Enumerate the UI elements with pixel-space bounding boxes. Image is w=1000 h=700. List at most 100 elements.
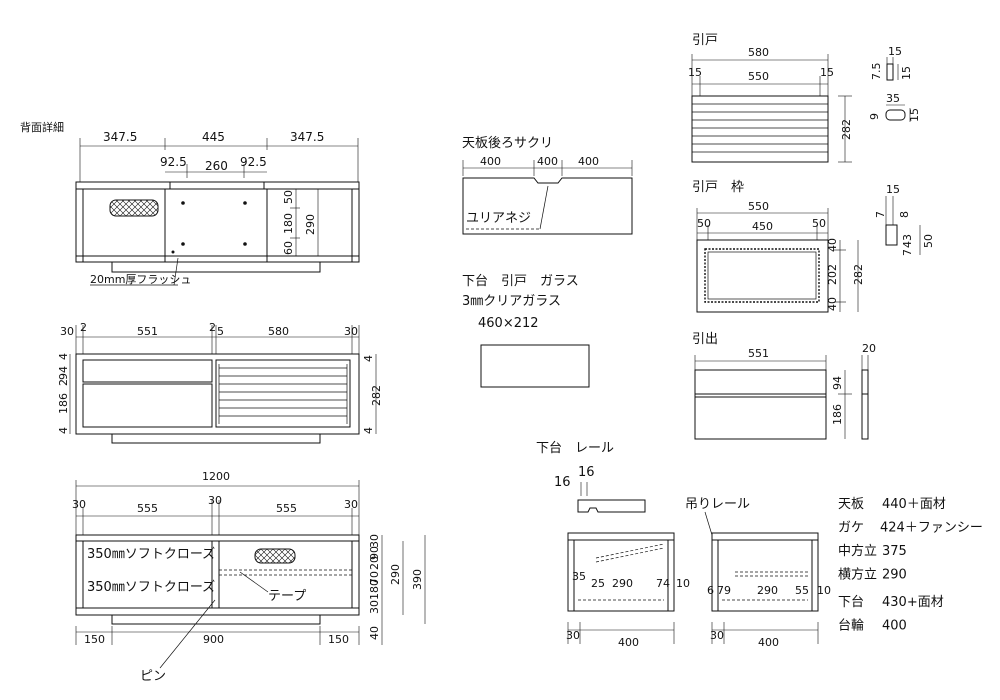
door-frame-dim-height: 282 <box>852 264 865 285</box>
top-board-title: 天板後ろサクリ <box>462 136 553 151</box>
rail-left-dim-5: 10 <box>676 577 690 590</box>
pin-label: ピン <box>140 669 166 684</box>
interior-rdim-2: 90 <box>368 546 381 560</box>
door-frame-dim-3: 50 <box>812 217 826 230</box>
interior-rdim-6: 30 <box>368 600 381 614</box>
front-rdim-3: 4 <box>362 427 375 434</box>
back-subdim-center: 260 <box>205 159 228 173</box>
front-ldim-1: 4 <box>57 353 70 360</box>
spec-value: 440＋面材 <box>882 497 946 512</box>
spec-value: 375 <box>882 544 907 559</box>
back-subdim-right: 92.5 <box>240 155 267 169</box>
door-frame-rdim-3: 40 <box>826 297 839 311</box>
front-dim-7: 30 <box>344 325 358 338</box>
rail-right-bot-2: 400 <box>758 636 779 649</box>
spec-value: 400 <box>882 619 907 634</box>
drawer-title: 引出 <box>692 332 718 347</box>
profile-dim-6: 15 <box>908 108 921 122</box>
back-vdim-3: 60 <box>282 241 295 255</box>
interior-bot-2: 900 <box>203 633 224 646</box>
front-dim-3: 551 <box>137 325 158 338</box>
spec-name: ガケ <box>838 521 864 536</box>
back-dim-right: 347.5 <box>290 130 324 144</box>
front-door-slats <box>218 364 348 424</box>
door-frame-dim-total: 550 <box>748 200 769 213</box>
top-board-dim-1: 400 <box>480 155 501 168</box>
sliding-door-slats <box>692 103 828 153</box>
door-frame-rdim-1: 40 <box>826 238 839 252</box>
frame-profile-dim-1: 15 <box>886 183 900 196</box>
sliding-door-dim-height: 282 <box>840 119 853 140</box>
front-dim-1: 30 <box>60 325 74 338</box>
rail-right-dim-1: 6 <box>707 584 714 597</box>
back-dim-left: 347.5 <box>103 130 137 144</box>
back-vdim-total: 290 <box>304 214 317 235</box>
drawer-dim-total: 551 <box>748 347 769 360</box>
back-detail-title: 背面詳細 <box>20 120 64 134</box>
rail-dim-2: 16 <box>578 465 595 480</box>
drawer-profile-dim: 20 <box>862 342 876 355</box>
glass-subtitle: 3㎜クリアガラス <box>462 294 561 309</box>
front-view: 30 2 551 2 5 580 30 4 94 2 186 4 4 <box>57 321 383 444</box>
back-detail-view: 背面詳細 347.5 445 347.5 92.5 260 92.5 <box>20 120 360 286</box>
front-rdim-2: 282 <box>370 385 383 406</box>
back-vdim-2: 180 <box>282 213 295 234</box>
sliding-door-dim-3: 15 <box>820 66 834 79</box>
rail-left-bot-1: 30 <box>566 629 580 642</box>
sliding-door-dim-total: 580 <box>748 46 769 59</box>
front-dim-6: 580 <box>268 325 289 338</box>
spec-name: 台輪 <box>838 618 864 634</box>
profile-dim-4: 35 <box>886 92 900 105</box>
drawer-rdim-1: 94 <box>831 376 844 390</box>
spec-value: 290 <box>882 568 907 583</box>
profile-dim-1: 15 <box>888 45 902 58</box>
back-dim-center: 445 <box>202 130 225 144</box>
door-frame-profile: 15 7 8 43 7 50 <box>874 183 935 256</box>
rail-title: 下台 レール <box>536 441 614 456</box>
door-frame-rdim-2: 202 <box>826 264 839 285</box>
rail-left-dim-3: 290 <box>612 577 633 590</box>
softclose-label-2: 350㎜ソフトクローズ <box>87 579 215 595</box>
profile-dim-3: 15 <box>900 66 913 80</box>
hanging-rail-label: 吊りレール <box>685 497 750 512</box>
glass-title: 下台 引戸 ガラス <box>462 274 579 289</box>
spec-name: 天板 <box>838 497 864 512</box>
interior-rdim-3: 20 <box>368 556 381 570</box>
interior-dim-h2: 390 <box>411 569 424 590</box>
sliding-door-dim-1: 15 <box>688 66 702 79</box>
top-board-view: 天板後ろサクリ 400 400 400 ユリアネジ <box>462 136 633 235</box>
front-dim-5: 5 <box>217 325 224 338</box>
rail-right-dim-5: 10 <box>817 584 831 597</box>
interior-view: 1200 30 555 30 555 30 350㎜ソフトクローズ 350㎜ソフ… <box>72 470 426 684</box>
vent-grille-interior <box>254 548 296 564</box>
tape-label: テープ <box>268 589 306 604</box>
interior-rdim-7: 40 <box>368 626 381 640</box>
spec-name: 中方立 <box>838 543 877 559</box>
back-subdim-left: 92.5 <box>160 155 187 169</box>
back-vdim-1: 50 <box>282 190 295 204</box>
spec-value: 430+面材 <box>882 595 944 610</box>
glass-panel <box>480 344 590 388</box>
spec-value: 424＋ファンシー <box>880 521 983 536</box>
door-frame-inner <box>704 248 820 303</box>
interior-bot-1: 150 <box>84 633 105 646</box>
front-ldim-5: 4 <box>57 427 70 434</box>
interior-mid-3: 30 <box>208 494 222 507</box>
door-frame-title: 引戸 枠 <box>692 180 744 195</box>
interior-rdim-5: 180 <box>368 579 381 600</box>
vent-grille-back <box>109 199 159 217</box>
interior-mid-2: 555 <box>137 502 158 515</box>
frame-profile-dim-3: 8 <box>898 211 911 218</box>
glass-size: 460×212 <box>478 316 539 331</box>
interior-dim-h1: 290 <box>389 564 402 585</box>
rail-view: 下台 レール 16 16 吊りレール 35 25 290 74 10 30 40… <box>536 441 831 649</box>
frame-profile-dim-4: 43 <box>901 234 914 248</box>
interior-dim-total: 1200 <box>202 470 230 483</box>
interior-bot-3: 150 <box>328 633 349 646</box>
top-board-dim-2: 400 <box>537 155 558 168</box>
spec-name: 下台 <box>838 595 864 610</box>
top-board-dim-3: 400 <box>578 155 599 168</box>
rail-right-dim-2: 79 <box>717 584 731 597</box>
